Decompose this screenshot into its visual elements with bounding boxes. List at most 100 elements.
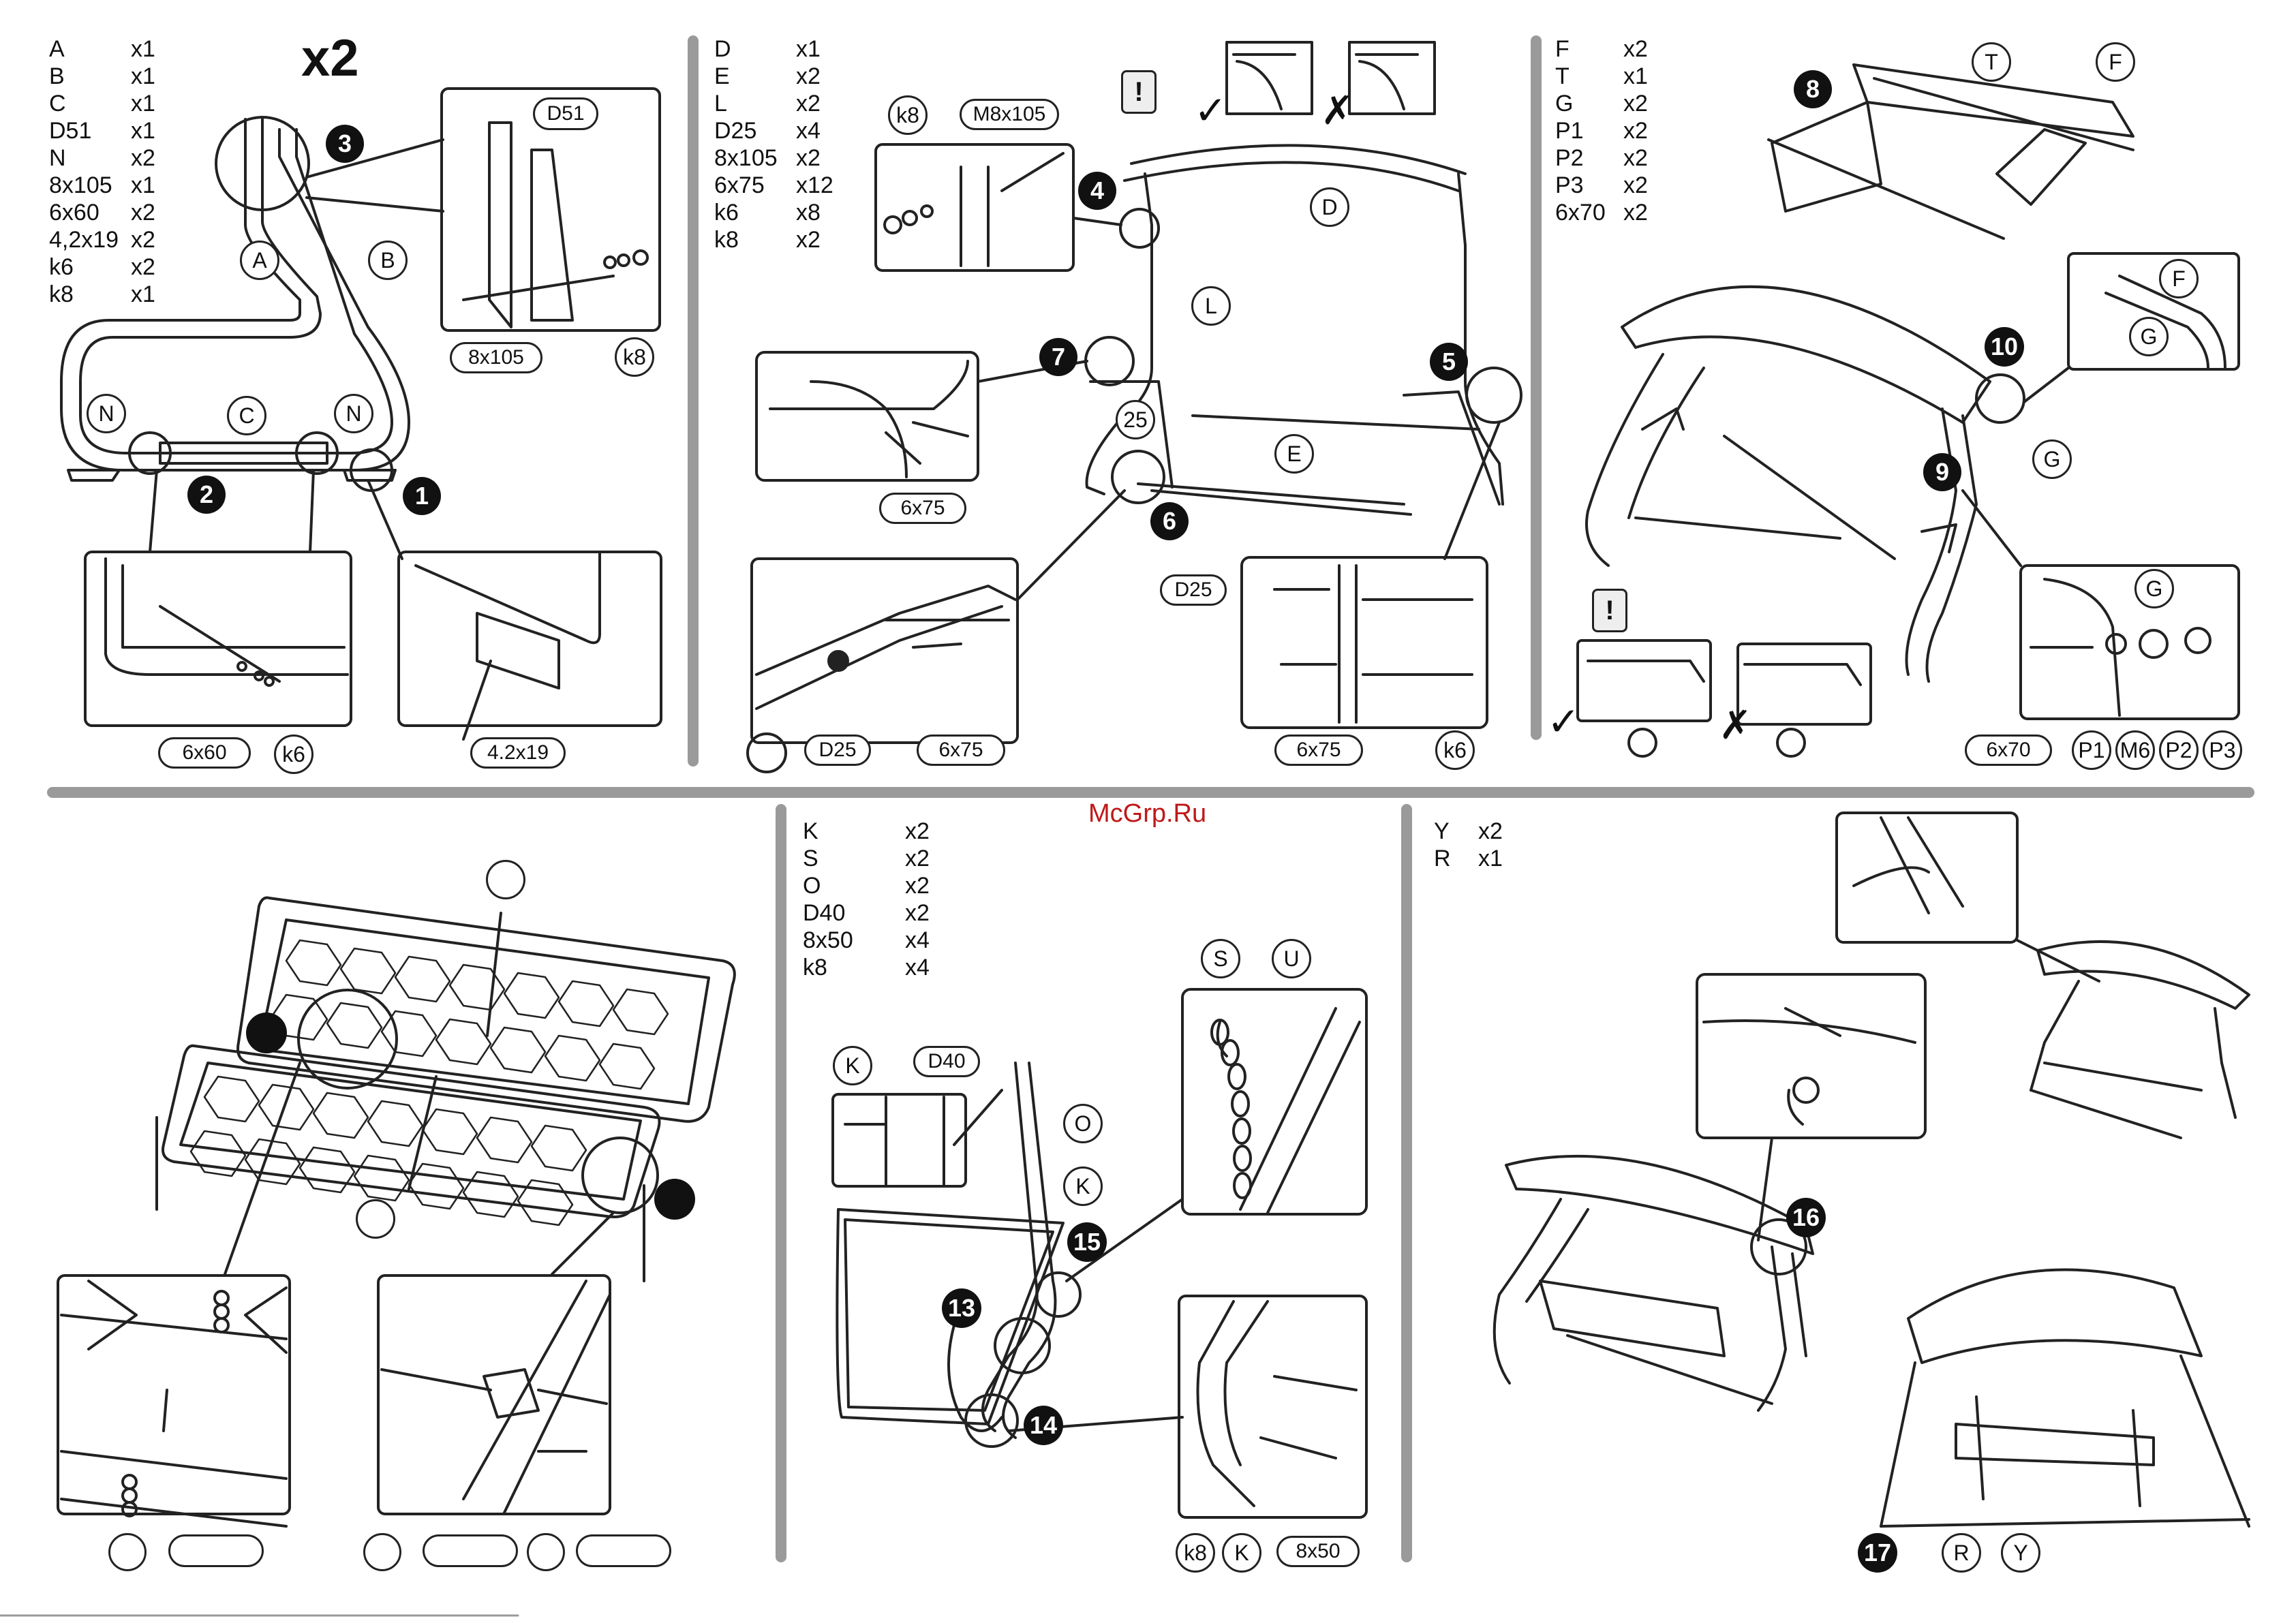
bolt-m6-label: M6 [2115, 730, 2155, 770]
parts-list-row: D51 x1 [49, 117, 155, 144]
nut-k8-label: k8 [1176, 1533, 1215, 1573]
part-quantity: x2 [796, 227, 821, 253]
step-3-marker: 3 [326, 125, 364, 163]
parts-list-row: 6x70 x2 [1555, 199, 1648, 226]
part-code: N [49, 145, 66, 171]
part-code: D40 [803, 900, 846, 926]
part-code: C [49, 91, 66, 117]
nut-k6-label: k6 [274, 735, 313, 774]
screw-6x75-label: 6x75 [1274, 735, 1363, 766]
part-code: P2 [1555, 145, 1584, 171]
washer-p2-label: P2 [2159, 730, 2199, 770]
bolt-m8x105-label: M8x105 [960, 99, 1059, 130]
part-code: k6 [714, 200, 739, 226]
rod-f-label: F [2159, 259, 2199, 298]
part-code: k8 [714, 227, 739, 253]
part-blank-callout [108, 1533, 147, 1571]
part-code: 8x105 [714, 145, 778, 171]
part-e-label: E [1274, 434, 1314, 474]
part-quantity: x1 [131, 118, 155, 144]
cap-d25-label: D25 [1160, 574, 1227, 606]
part-quantity: x2 [796, 91, 821, 117]
watermark-text: McGrp.Ru [1088, 799, 1207, 828]
step-16-marker: 16 [1786, 1198, 1826, 1237]
parts-list-row: P3 x2 [1555, 172, 1648, 199]
part-code: 6x60 [49, 200, 100, 226]
washer-p1-label: P1 [2072, 730, 2111, 770]
warning-icon: ! [1592, 589, 1627, 632]
part-quantity: x1 [1478, 846, 1503, 871]
rod-f-label: F [2096, 42, 2135, 82]
part-quantity: x2 [905, 900, 930, 926]
step-4-marker: 4 [1078, 172, 1116, 210]
correct-check-icon: ✓ [1547, 698, 1580, 745]
part-quantity: x1 [131, 281, 155, 307]
cap-d25-label: D25 [804, 735, 871, 766]
ring-o-label: O [1063, 1104, 1103, 1143]
part-c-label: C [227, 396, 266, 435]
part-quantity: x2 [1623, 36, 1648, 62]
incorrect-cross-icon: ✗ [1321, 87, 1354, 134]
warning-icon: ! [1121, 70, 1157, 114]
part-code: T [1555, 63, 1570, 89]
fastener-blank-label [168, 1534, 264, 1567]
part-code: D25 [714, 118, 757, 144]
step-1-marker: 1 [403, 477, 441, 515]
part-quantity: x2 [131, 227, 155, 253]
fastener-blank-label [576, 1534, 671, 1567]
parts-list-row: k8 x2 [714, 226, 833, 253]
part-code: D51 [49, 118, 92, 144]
part-quantity: x2 [905, 818, 930, 844]
part-b-label: B [368, 241, 408, 280]
part-blank-callout [363, 1533, 401, 1571]
part-blank-callout [486, 860, 525, 899]
hanger-k-label: K [833, 1046, 872, 1085]
part-quantity: x2 [1623, 200, 1648, 226]
part-quantity: x4 [905, 927, 930, 953]
step-5-marker: 5 [1430, 343, 1468, 381]
part-quantity: x1 [131, 36, 155, 62]
part-code: Y [1434, 818, 1450, 844]
incorrect-cross-icon: ✗ [1719, 702, 1752, 748]
part-blank-callout [356, 1199, 395, 1239]
hanger-k-label: K [1222, 1533, 1261, 1573]
part-code: 6x70 [1555, 200, 1606, 226]
part-code: L [714, 91, 727, 117]
part-code: P3 [1555, 172, 1584, 198]
part-code: 8x105 [49, 172, 112, 198]
knob-p3-label: P3 [2203, 730, 2242, 770]
part-quantity: x2 [796, 63, 821, 89]
panel1-side-frame [60, 87, 662, 741]
part-code: k8 [803, 955, 827, 980]
part-code: E [714, 63, 730, 89]
part-n-label-right: N [334, 394, 373, 433]
parts-list-row: D40 x2 [803, 899, 930, 927]
canopy-t-label: T [1972, 42, 2011, 82]
part-code: k6 [49, 254, 74, 280]
bracket-g-label: G [2032, 439, 2072, 479]
part-quantity: x2 [1623, 118, 1648, 144]
step-9-marker: 9 [1923, 453, 1961, 491]
nut-k8-label: k8 [888, 95, 928, 135]
cap-d40-label: D40 [913, 1046, 980, 1077]
part-quantity: x2 [1623, 172, 1648, 198]
part-quantity: x2 [905, 873, 930, 899]
step-7-marker: 7 [1039, 338, 1077, 376]
part-code: G [1555, 91, 1574, 117]
